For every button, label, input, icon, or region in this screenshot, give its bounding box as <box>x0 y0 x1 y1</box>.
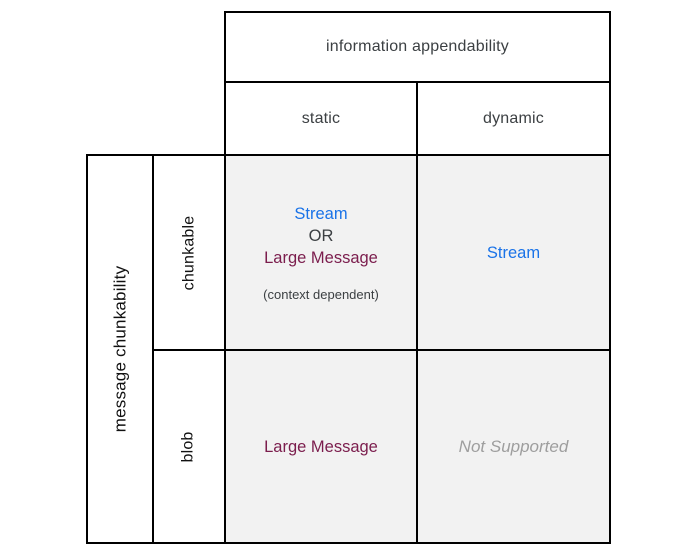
grid-line-left <box>86 154 88 544</box>
cell-chunkable-static: Stream OR Large Message (context depende… <box>225 155 417 350</box>
col-label-static: static <box>301 109 341 127</box>
row-label-chunkable: chunkable <box>180 215 197 290</box>
col-label-static-cell: static <box>225 82 417 155</box>
large-message-value: Large Message <box>264 437 378 456</box>
grid-line-bottom <box>86 542 611 544</box>
grid-line-cells-left <box>224 11 226 544</box>
col-label-dynamic: dynamic <box>483 109 544 127</box>
context-dependent-note: (context dependent) <box>263 286 379 302</box>
row-label-chunkable-cell: chunkable <box>153 155 225 350</box>
stream-value: Stream <box>486 243 541 262</box>
not-supported-value: Not Supported <box>458 436 569 456</box>
cell-chunkable-dynamic: Stream <box>417 155 610 350</box>
grid-line-col-divider <box>416 81 418 544</box>
grid-line-under-col-labels <box>86 154 611 156</box>
cell-blob-static: Large Message <box>225 350 417 543</box>
row-label-blob: blob <box>180 430 197 463</box>
col-axis-title: information appendability <box>326 38 509 55</box>
cell-blob-dynamic: Not Supported <box>417 350 610 543</box>
row-label-blob-cell: blob <box>153 350 225 543</box>
row-axis-title: message chunkability <box>110 265 129 433</box>
or-connector: OR <box>308 226 334 245</box>
grid-line-right <box>609 11 611 544</box>
col-axis-title-cell: information appendability <box>225 12 610 82</box>
grid-line-under-title <box>224 81 611 83</box>
option-stream: Stream <box>294 204 348 223</box>
option-large-message: Large Message <box>264 248 378 267</box>
grid-line-row-divider <box>152 349 611 351</box>
row-axis-title-cell: message chunkability <box>87 155 153 543</box>
col-label-dynamic-cell: dynamic <box>417 82 610 155</box>
grid-line-top <box>224 11 611 13</box>
